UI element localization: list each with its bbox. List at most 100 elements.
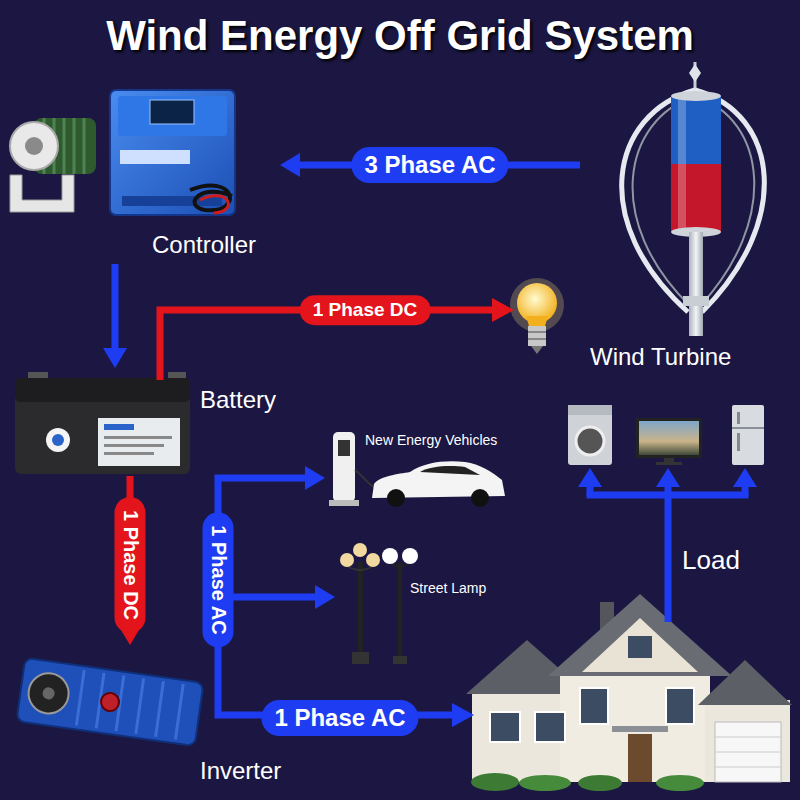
street-lamp-illustration <box>366 553 380 567</box>
street-lamp-illustration <box>382 548 398 564</box>
house-illustration <box>656 775 704 791</box>
house-illustration <box>715 767 781 768</box>
resistor-illustration <box>25 137 43 155</box>
wire-label: 1 Phase AC <box>261 700 418 736</box>
inverter-illustration <box>76 670 84 725</box>
inverter-node: Inverter <box>10 645 300 790</box>
free-label: Load <box>682 546 740 576</box>
ev-charger-car-illustration <box>338 440 350 456</box>
light-bulb-illustration <box>526 316 548 326</box>
power-wires <box>656 468 680 487</box>
street-lamp-node: Street Lamp <box>335 540 500 670</box>
inverter-illustration <box>16 658 203 746</box>
wind-turbine-node: Wind Turbine <box>580 50 785 375</box>
house-illustration <box>582 618 698 672</box>
inverter-illustration <box>16 658 203 746</box>
house-illustration <box>628 636 652 658</box>
ev-charger-car-illustration <box>333 432 355 502</box>
resistor-illustration <box>10 122 58 170</box>
street-lamp-illustration <box>340 553 354 567</box>
battery-illustration <box>98 418 180 466</box>
street-lamp-illustration <box>402 548 418 564</box>
appliances-illustration <box>568 405 764 465</box>
resistor-illustration <box>10 175 74 212</box>
house-illustration <box>519 775 571 791</box>
ev-node: New Energy Vehicles <box>325 425 520 510</box>
connector-line <box>112 264 119 348</box>
wire-label: 1 Phase DC <box>300 295 431 325</box>
battery-illustration <box>15 378 190 474</box>
appliances-illustration <box>576 427 604 455</box>
inverter-illustration <box>16 658 203 746</box>
node-label: Battery <box>200 386 276 414</box>
controller-illustration <box>150 100 194 124</box>
battery-node: Battery <box>10 368 297 476</box>
power-wires <box>590 486 745 495</box>
controller-node: Controller <box>5 86 280 264</box>
appliances-illustration <box>732 405 764 465</box>
house-illustration <box>666 688 694 724</box>
wind-turbine-illustration <box>622 90 695 312</box>
battery-illustration <box>104 452 154 455</box>
connector <box>218 585 335 645</box>
street-lamp-illustration <box>352 652 369 664</box>
inverter-illustration <box>156 681 164 736</box>
ev-charger-car-illustration <box>471 489 489 507</box>
inverter-illustration <box>42 687 56 701</box>
appliances-illustration <box>636 418 702 458</box>
wind-turbine-illustration <box>683 296 709 306</box>
battery-illustration <box>15 372 190 474</box>
house-illustration <box>578 775 622 791</box>
street-lamp-illustration <box>347 566 373 570</box>
node-label: Wind Turbine <box>590 343 731 371</box>
connector <box>218 466 325 645</box>
node-label: Street Lamp <box>410 580 486 596</box>
controller-illustration <box>110 90 235 215</box>
light-bulb-illustration <box>528 326 546 346</box>
wind-turbine-illustration <box>678 96 686 232</box>
ev-charger-car-illustration <box>329 432 505 507</box>
street-lamp-illustration <box>358 562 363 658</box>
power-wires <box>578 468 602 487</box>
controller-illustration <box>110 90 235 215</box>
wind-turbine-illustration <box>689 64 701 82</box>
wind-turbine-illustration <box>689 232 703 336</box>
appliances-illustration <box>568 405 612 465</box>
resistor-illustration <box>10 118 96 212</box>
appliances-illustration <box>737 412 740 424</box>
inverter-illustration <box>136 678 144 733</box>
house-illustration <box>628 734 652 782</box>
power-wires <box>492 298 514 322</box>
battery-illustration <box>15 378 190 402</box>
resistor-illustration <box>63 118 66 174</box>
light-bulb-illustration <box>510 278 564 354</box>
edge-label: 1 Phase DC <box>115 497 146 633</box>
power-wires <box>160 298 757 727</box>
power-wires <box>452 703 474 727</box>
appliances-illustration <box>732 427 764 429</box>
node-label: Controller <box>152 231 256 259</box>
house-illustration <box>705 700 790 782</box>
power-wires <box>665 495 672 622</box>
house-illustration <box>715 722 781 782</box>
power-wires <box>733 468 757 487</box>
controller-illustration <box>118 96 227 136</box>
appliances-illustration <box>568 405 612 415</box>
node-label: Inverter <box>200 757 281 785</box>
appliances-illustration <box>639 421 699 455</box>
house-illustration <box>715 737 781 738</box>
street-lamp-illustration <box>353 543 367 557</box>
wind-turbine-illustration <box>622 62 765 336</box>
arrowhead <box>103 348 127 368</box>
resistor-illustration <box>73 118 76 174</box>
house-illustration <box>490 712 520 742</box>
ev-charger-car-illustration <box>387 489 405 507</box>
arrowhead <box>280 153 300 177</box>
inverter-illustration <box>175 684 183 739</box>
house-illustration <box>612 726 668 732</box>
inverter-illustration <box>100 692 120 712</box>
light-bulb-illustration <box>528 331 546 333</box>
diagram-title: Wind Energy Off Grid System <box>0 12 800 60</box>
